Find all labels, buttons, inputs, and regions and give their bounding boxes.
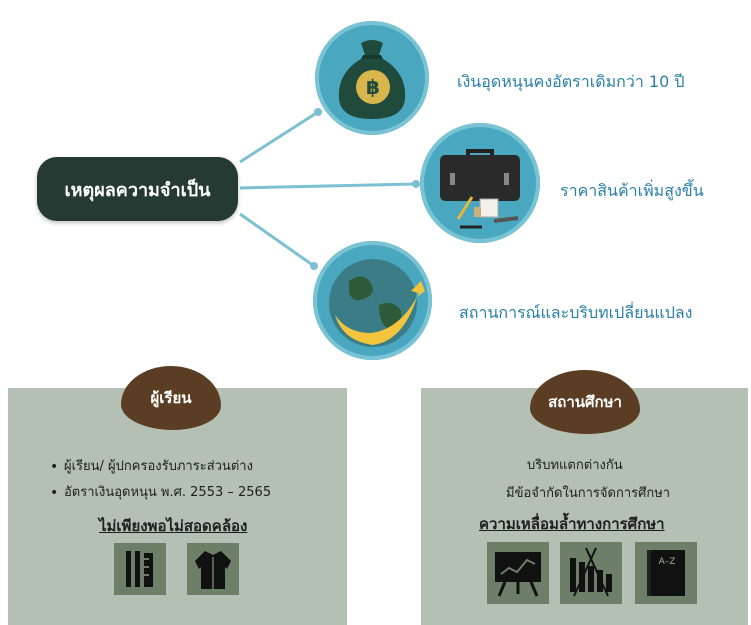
money-bag-icon: ฿ — [338, 40, 406, 119]
main-reason-label: เหตุผลความจำเป็น — [64, 179, 211, 201]
learner-bullet: ผู้เรียน/ ผู้ปกครองรับภาระส่วนต่าง — [50, 454, 271, 480]
svg-text:฿: ฿ — [366, 75, 380, 99]
globe-icon — [329, 259, 425, 347]
uniform-tile — [187, 543, 239, 595]
money-bag-circle: ฿ — [315, 21, 429, 135]
school-title-blob: สถานศึกษา — [530, 370, 640, 434]
reason-label-2: ราคาสินค้าเพิ่มสูงขึ้น — [560, 181, 704, 200]
briefcase-circle — [420, 123, 540, 243]
xylophone-icon — [570, 547, 612, 597]
reason-label-1: เงินอุดหนุนคงอัตราเดิมกว่า 10 ปี — [457, 72, 685, 91]
xylophone-tile — [560, 542, 622, 604]
dictionary-tile: A–Z — [635, 542, 697, 604]
learner-title-blob: ผู้เรียน — [121, 366, 221, 430]
presentation-board-tile — [487, 542, 549, 604]
dictionary-icon: A–Z — [647, 550, 685, 596]
learner-title: ผู้เรียน — [150, 389, 192, 407]
school-supplies-tile — [114, 543, 166, 595]
reason-label-3: สถานการณ์และบริบทเปลี่ยนแปลง — [459, 303, 693, 322]
briefcase-icon — [440, 149, 520, 229]
learner-bullet-list: ผู้เรียน/ ผู้ปกครองรับภาระส่วนต่าง อัตรา… — [50, 454, 271, 506]
school-supplies-icon — [126, 551, 153, 587]
uniform-icon — [195, 551, 231, 589]
school-line-1: บริบทแตกต่างกัน — [527, 458, 623, 473]
globe-circle — [313, 241, 432, 360]
dictionary-label: A–Z — [659, 557, 676, 567]
learner-bullet: อัตราเงินอุดหนุน พ.ศ. 2553 – 2565 — [50, 480, 271, 506]
presentation-board-icon — [495, 552, 541, 597]
school-title: สถานศึกษา — [548, 393, 622, 411]
school-line-2: มีข้อจำกัดในการจัดการศึกษา — [506, 486, 671, 501]
learner-conclusion: ไม่เพียงพอไม่สอดคล้อง — [99, 517, 248, 535]
main-reason-box: เหตุผลความจำเป็น — [37, 157, 238, 221]
school-conclusion: ความเหลื่อมล้ำทางการศึกษา — [479, 515, 665, 533]
